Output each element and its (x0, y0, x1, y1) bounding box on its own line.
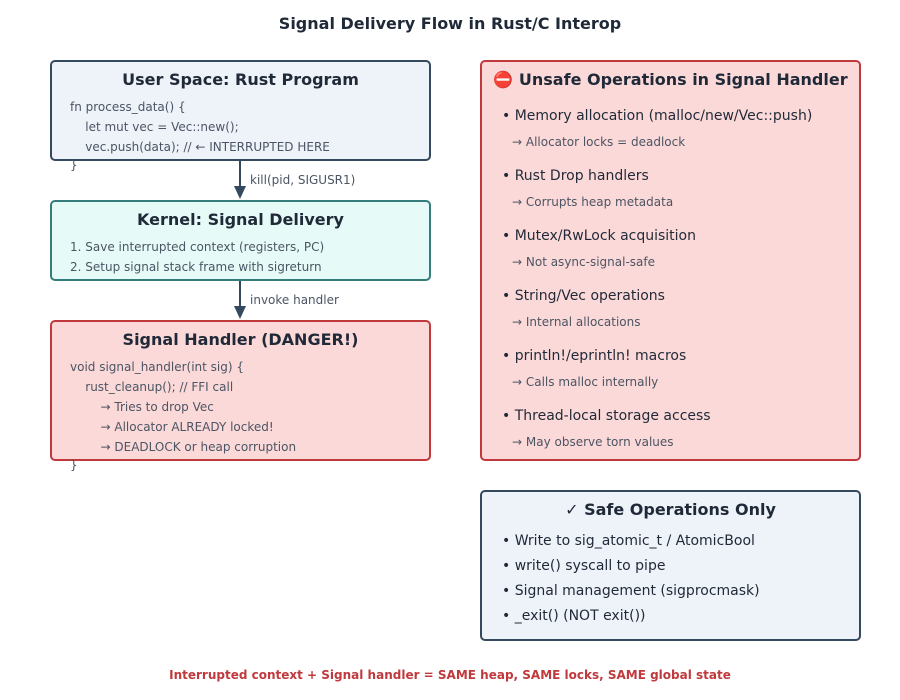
signal-handler-title: Signal Handler (DANGER!) (122, 330, 359, 349)
safe-item-3: • Signal management (sigprocmask) (502, 583, 760, 599)
user-space-box: User Space: Rust Program fn process_data… (50, 60, 431, 161)
unsafe-item-2: • Rust Drop handlers (502, 168, 649, 184)
safe-item-4: • _exit() (NOT exit()) (502, 608, 646, 624)
safe-operations-box: ✓ Safe Operations Only • Write to sig_at… (480, 490, 861, 641)
kernel-step-2: 2. Setup signal stack frame with sigretu… (70, 260, 322, 274)
unsafe-item-6: • Thread-local storage access (502, 408, 711, 424)
signal-handler-box: Signal Handler (DANGER!) void signal_han… (50, 320, 431, 461)
user-code-line-2: let mut vec = Vec::new(); (70, 120, 239, 134)
unsafe-item-2-note: → Corrupts heap metadata (512, 195, 674, 209)
safe-operations-title: ✓ Safe Operations Only (565, 500, 776, 519)
arrow-label-kill: kill(pid, SIGUSR1) (250, 173, 356, 187)
arrow-kernel-to-handler-head (234, 306, 246, 319)
unsafe-item-3-note: → Not async-signal-safe (512, 255, 655, 269)
handler-code-line-1: void signal_handler(int sig) { (70, 360, 245, 374)
handler-code-line-3: → Tries to drop Vec (70, 400, 214, 414)
footer-warning: Interrupted context + Signal handler = S… (169, 668, 731, 682)
unsafe-item-4-note: → Internal allocations (512, 315, 641, 329)
user-code-closing-brace: } (70, 158, 78, 172)
user-space-title: User Space: Rust Program (122, 70, 359, 89)
handler-code-line-4: → Allocator ALREADY locked! (70, 420, 274, 434)
unsafe-operations-title: ⛔ Unsafe Operations in Signal Handler (493, 70, 848, 89)
safe-item-2: • write() syscall to pipe (502, 558, 666, 574)
kernel-box: Kernel: Signal Delivery 1. Save interrup… (50, 200, 431, 281)
unsafe-item-4: • String/Vec operations (502, 288, 665, 304)
handler-code-closing-brace: } (70, 458, 78, 472)
unsafe-item-6-note: → May observe torn values (512, 435, 674, 449)
unsafe-item-5-note: → Calls malloc internally (512, 375, 659, 389)
handler-code-line-2: rust_cleanup(); // FFI call (70, 380, 234, 394)
kernel-step-1: 1. Save interrupted context (registers, … (70, 240, 325, 254)
arrow-label-invoke: invoke handler (250, 293, 339, 307)
unsafe-item-5: • println!/eprintln! macros (502, 348, 687, 364)
handler-code-line-5: → DEADLOCK or heap corruption (70, 440, 297, 454)
unsafe-item-1: • Memory allocation (malloc/new/Vec::pus… (502, 108, 813, 124)
unsafe-item-3: • Mutex/RwLock acquisition (502, 228, 696, 244)
unsafe-operations-box: ⛔ Unsafe Operations in Signal Handler • … (480, 60, 861, 461)
arrow-user-to-kernel-head (234, 186, 246, 199)
user-code-line-1: fn process_data() { (70, 100, 186, 114)
diagram-title: Signal Delivery Flow in Rust/C Interop (278, 14, 622, 33)
user-code-line-3: vec.push(data); // ← INTERRUPTED HERE (70, 140, 330, 154)
kernel-title: Kernel: Signal Delivery (137, 210, 344, 229)
unsafe-item-1-note: → Allocator locks = deadlock (512, 135, 686, 149)
safe-item-1: • Write to sig_atomic_t / AtomicBool (502, 533, 755, 549)
